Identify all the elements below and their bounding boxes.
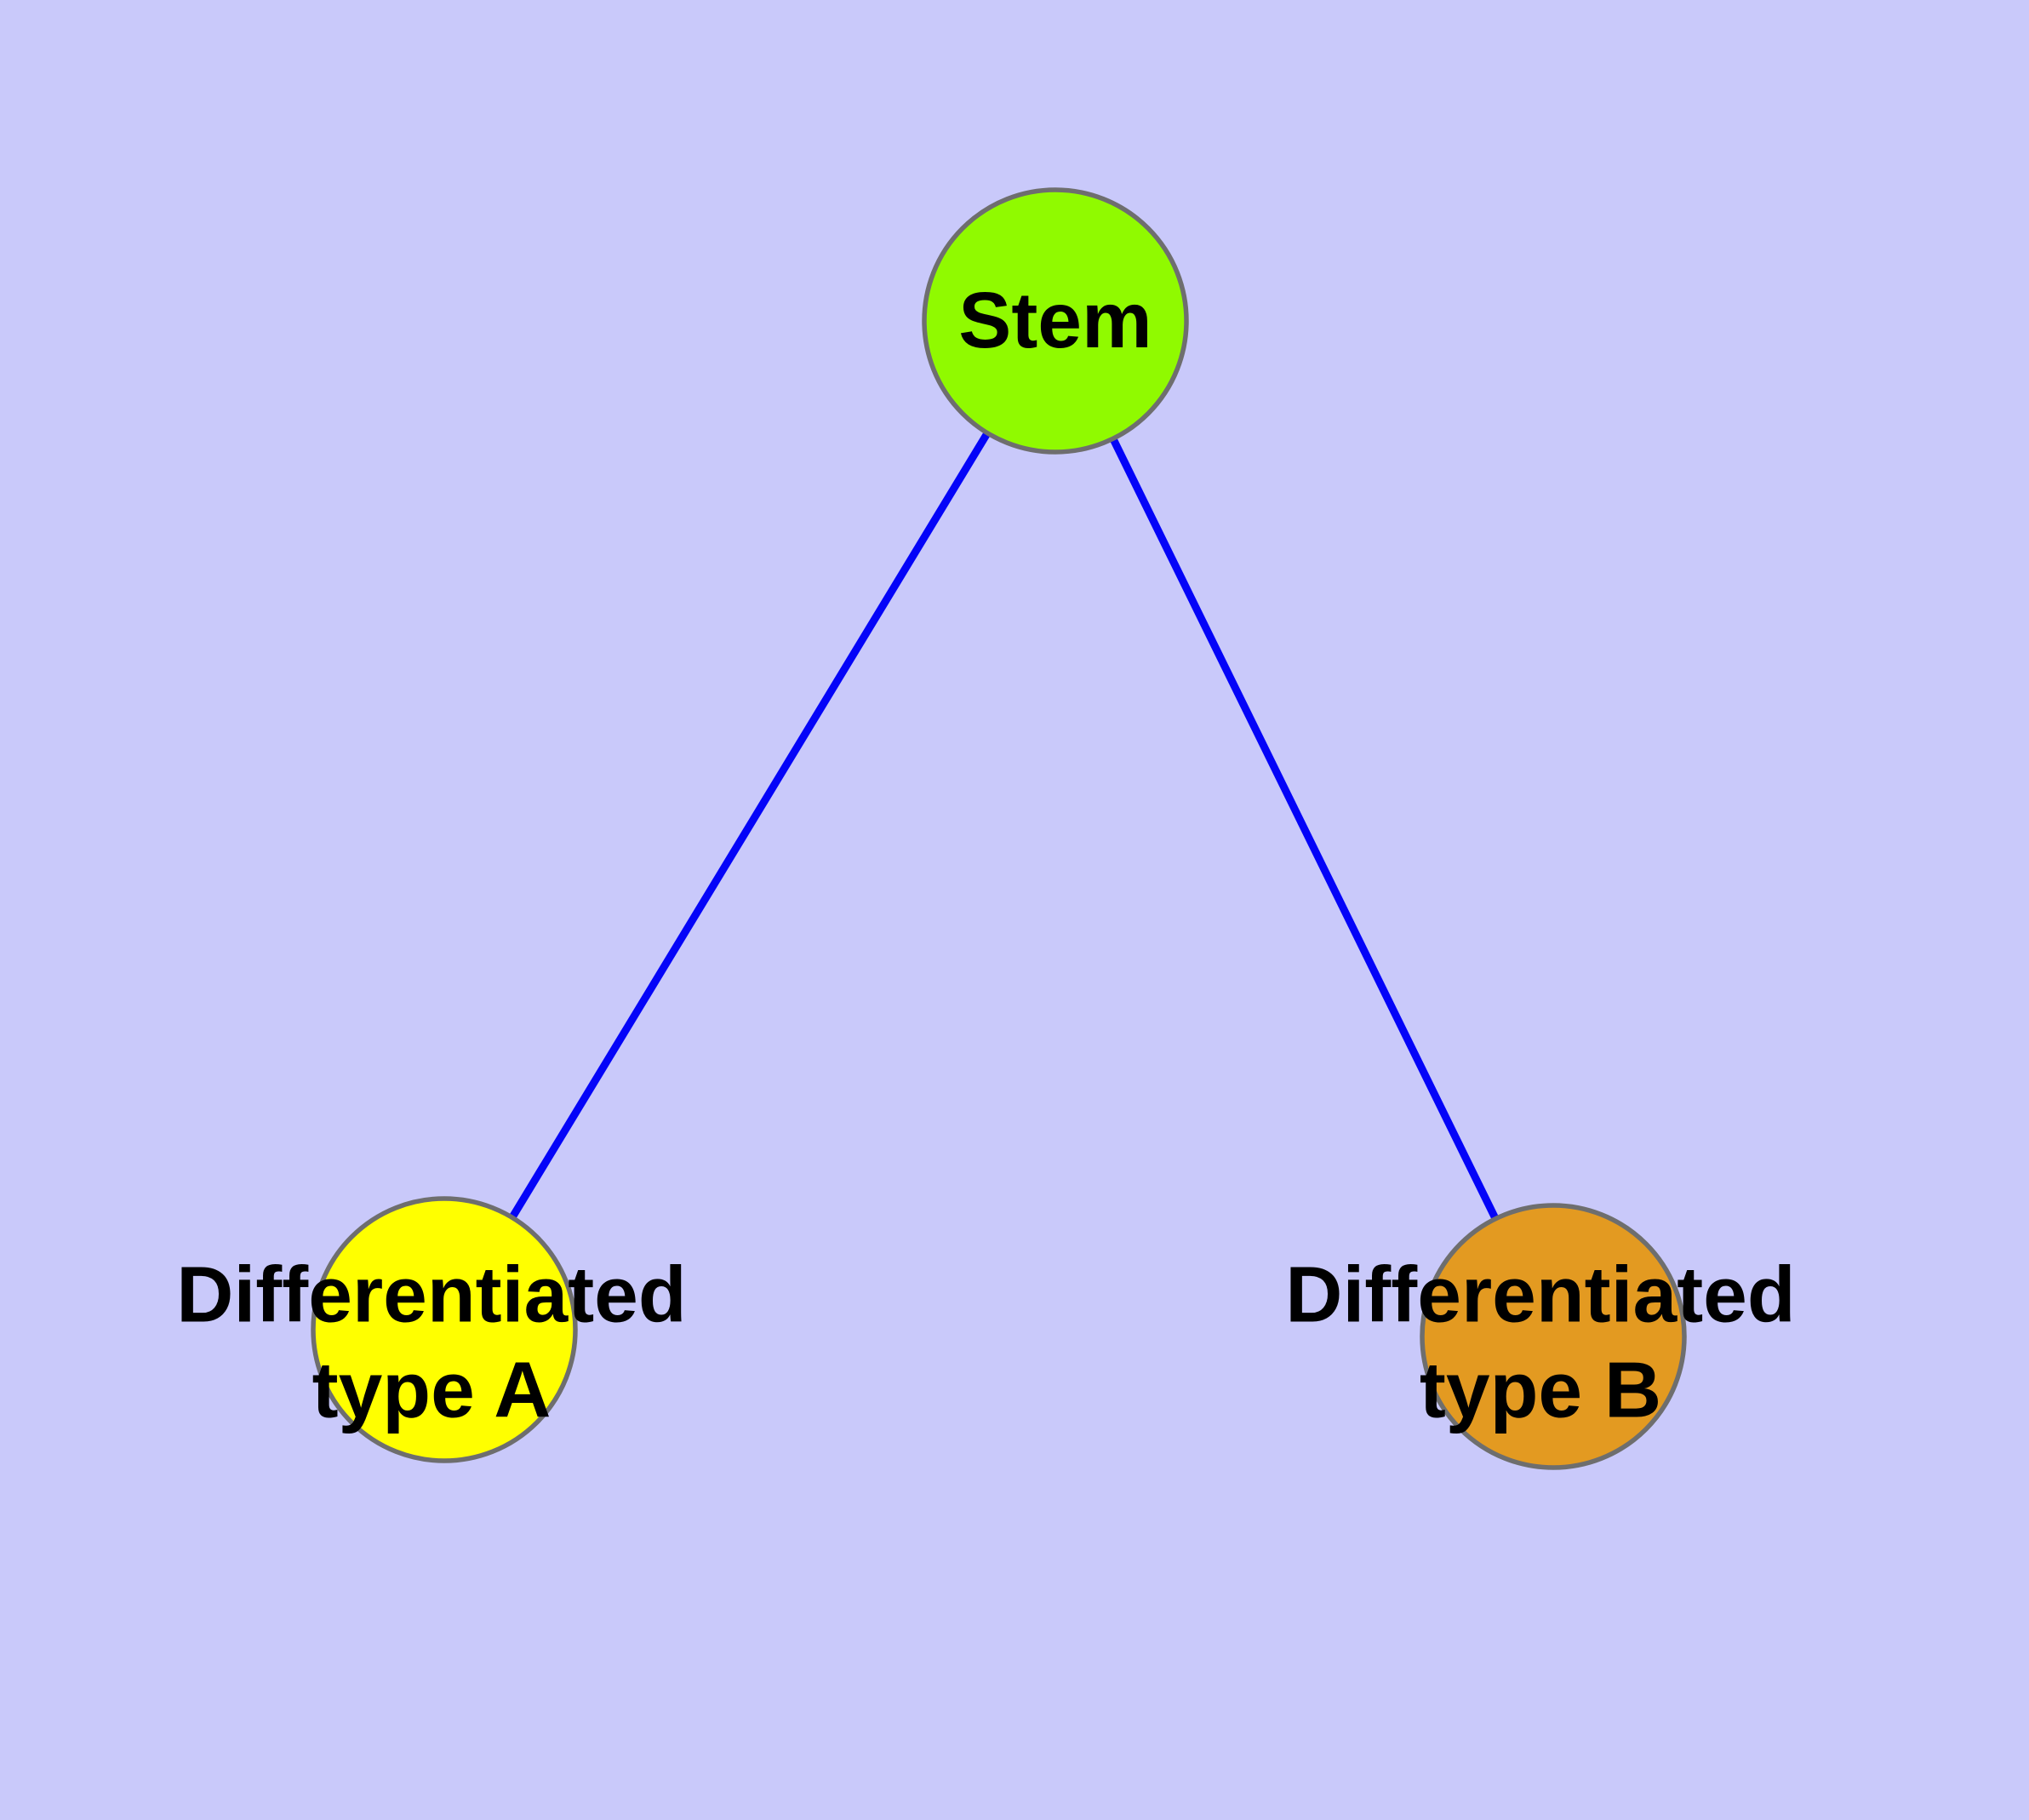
node-differentiated-type-b xyxy=(1420,1203,1687,1470)
edge-stem-to-type-a xyxy=(441,318,1059,1332)
node-differentiated-type-a xyxy=(311,1196,578,1463)
node-stem xyxy=(922,187,1189,455)
edge-stem-to-type-b xyxy=(1051,319,1557,1338)
